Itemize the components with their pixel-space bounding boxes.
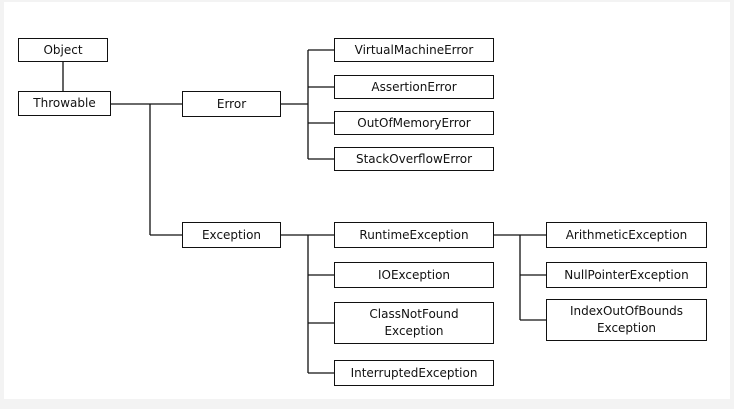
node-virtual-machine-error: VirtualMachineError: [334, 38, 494, 62]
node-class-not-found-exception: ClassNotFound Exception: [334, 302, 494, 344]
node-exception: Exception: [182, 222, 281, 248]
node-throwable: Throwable: [18, 91, 111, 116]
node-error: Error: [182, 91, 281, 117]
node-index-out-of-bounds-exception: IndexOutOfBounds Exception: [546, 299, 707, 341]
node-stack-overflow-error: StackOverflowError: [334, 147, 494, 171]
node-object: Object: [18, 38, 108, 62]
node-out-of-memory-error: OutOfMemoryError: [334, 111, 494, 135]
node-io-exception: IOException: [334, 262, 494, 288]
node-interrupted-exception: InterruptedException: [334, 360, 494, 386]
node-null-pointer-exception: NullPointerException: [546, 262, 707, 288]
connector-group: [62, 49, 546, 374]
node-arithmetic-exception: ArithmeticException: [546, 222, 707, 248]
node-assertion-error: AssertionError: [334, 75, 494, 99]
node-runtime-exception: RuntimeException: [334, 222, 494, 248]
